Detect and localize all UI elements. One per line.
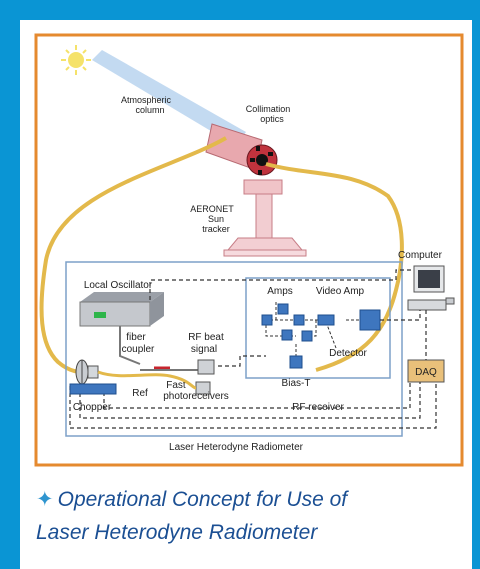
atmospheric-column-label-1: Atmospheric xyxy=(121,95,172,105)
collimation-optics-label-2: optics xyxy=(260,114,284,124)
fast-label: Fast xyxy=(166,380,186,391)
coupler-label: coupler xyxy=(122,344,155,355)
fiber-label: fiber xyxy=(126,332,146,343)
sun-tracker xyxy=(223,179,307,257)
cloud-wisp-2 xyxy=(121,88,135,92)
cloud-wisp-1 xyxy=(103,74,117,78)
sun-icon xyxy=(61,45,91,75)
video-amp-label: Video Amp xyxy=(316,286,365,297)
caption-text-1: Operational Concept for Use of xyxy=(57,488,348,511)
rf-receiver-enclosure xyxy=(245,277,391,379)
chopper-icon xyxy=(75,359,99,385)
amps-label: Amps xyxy=(267,286,293,297)
rf-beat-label: RF beat xyxy=(188,332,224,343)
bias-t-label: Bias-T xyxy=(282,378,311,389)
control-data-lines xyxy=(69,269,437,429)
signal-label: signal xyxy=(191,344,217,355)
amp-blocks xyxy=(261,303,381,369)
caption-text-2: Laser Heterodyne Radiometer xyxy=(36,521,318,544)
figure-caption: ✦Operational Concept for Use of Laser He… xyxy=(36,483,466,549)
lhr-label: Laser Heterodyne Radiometer xyxy=(169,442,304,453)
photoreceivers-label: photoreceivers xyxy=(163,391,229,402)
chopper-label: Chopper xyxy=(73,402,112,413)
fiber-cable-right xyxy=(265,162,404,372)
star-icon: ✦ xyxy=(36,488,54,511)
lhr-enclosure xyxy=(65,261,403,437)
atmospheric-column-beam xyxy=(92,50,246,146)
ref-label: Ref xyxy=(132,388,148,399)
chopper-base xyxy=(69,383,117,395)
collimation-optics-label-1: Collimation xyxy=(246,104,291,114)
caption-line-1: ✦Operational Concept for Use of xyxy=(36,483,466,516)
ref-fiber xyxy=(97,370,197,390)
figure-border xyxy=(34,33,464,467)
atmospheric-column-label-2: column xyxy=(135,105,164,115)
local-oscillator-label: Local Oscillator xyxy=(84,280,153,291)
fast-photoreceiver-1 xyxy=(197,359,215,375)
computer-icon xyxy=(407,265,455,311)
local-oscillator-box xyxy=(79,292,164,327)
daq-label: DAQ xyxy=(415,367,437,378)
computer-label: Computer xyxy=(398,250,443,261)
detector-label: Detector xyxy=(329,348,367,359)
tracker-label: tracker xyxy=(202,224,230,234)
sun-label: Sun xyxy=(208,214,224,224)
aeronet-label: AERONET xyxy=(190,204,234,214)
lo-to-coupler-fiber xyxy=(119,326,141,365)
collimation-lens-icon xyxy=(250,146,273,175)
rf-receiver-label: RF receiver xyxy=(292,402,344,413)
fiber-cable-left xyxy=(39,136,227,375)
